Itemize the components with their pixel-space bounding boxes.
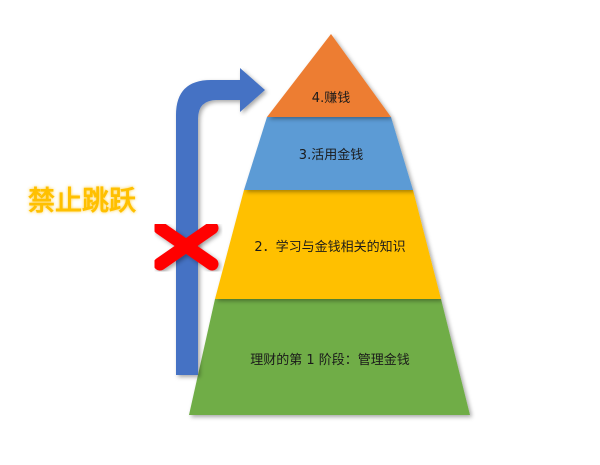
tier-4-label: 4.赚钱 xyxy=(312,90,350,106)
cross-icon xyxy=(153,221,219,271)
tier-1-shape xyxy=(189,299,470,415)
tier-3-label: 3.活用金钱 xyxy=(299,147,363,163)
tier-4-earning-money: 4.赚钱 xyxy=(267,34,391,117)
tier-2-shape xyxy=(215,190,441,299)
tier-3-using-money: 3.活用金钱 xyxy=(244,117,413,190)
bent-arrow-icon xyxy=(176,68,265,375)
tier-1-managing-money: 理财的第 1 阶段：管理金钱 xyxy=(189,299,470,415)
tier-2-label: 2．学习与金钱相关的知识 xyxy=(254,239,405,255)
no-skipping-warning: 禁止跳跃 xyxy=(28,186,137,217)
tier-2-learning-knowledge: 2．学习与金钱相关的知识 xyxy=(215,190,441,299)
cross-stroke-2 xyxy=(153,221,219,271)
tier-1-label: 理财的第 1 阶段：管理金钱 xyxy=(250,352,410,368)
tier-4-shape xyxy=(267,34,391,117)
tier-3-shape xyxy=(244,117,413,190)
